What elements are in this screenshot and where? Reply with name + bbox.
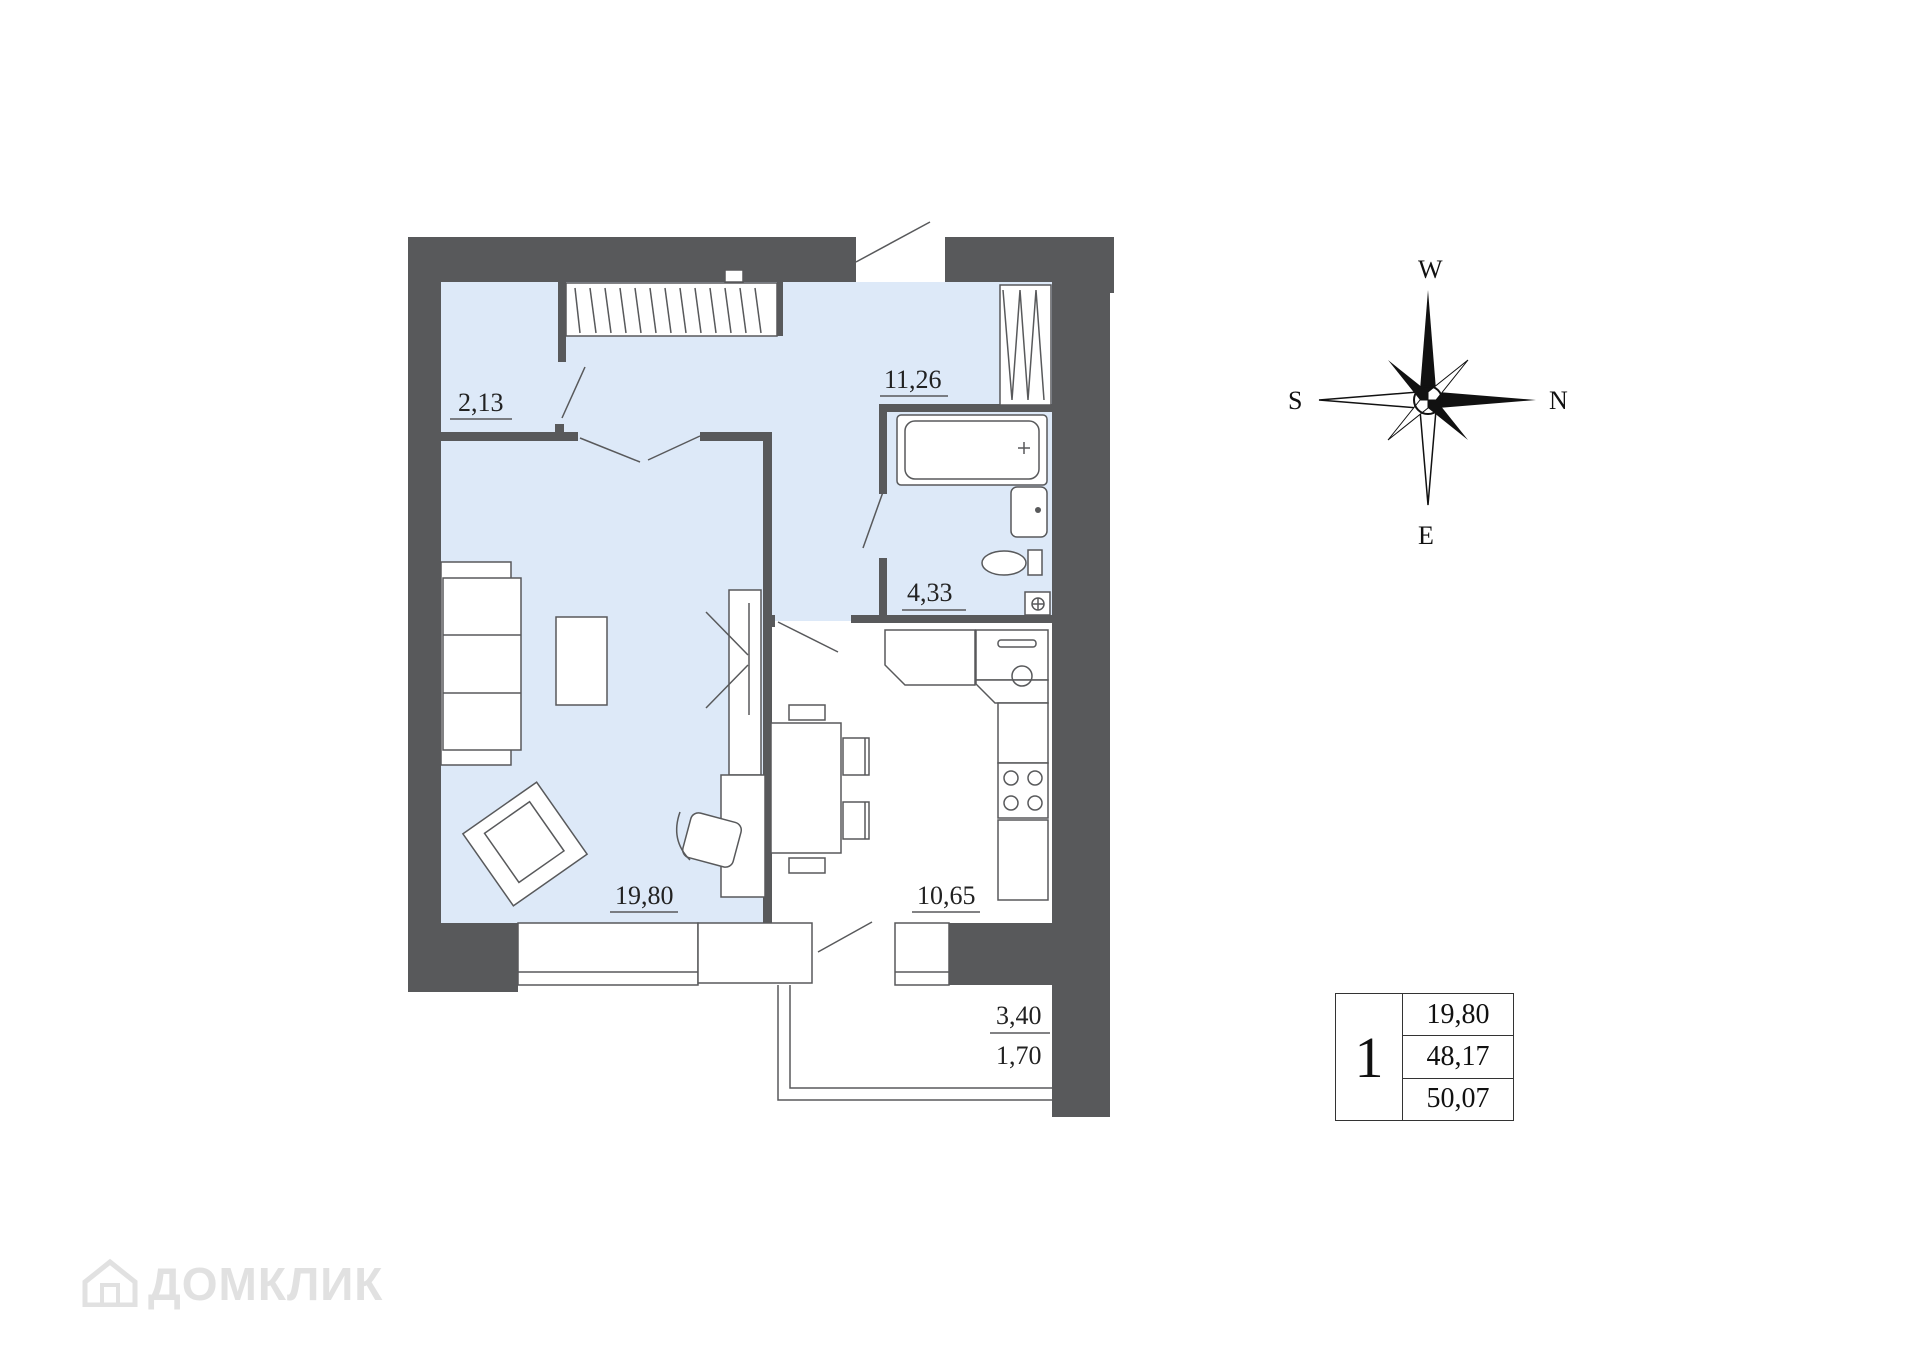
storage-rack: [999, 284, 1052, 406]
washbasin: [1010, 486, 1048, 538]
sofa: [440, 561, 522, 766]
label-bathroom-area: 4,33: [907, 578, 953, 607]
bathtub: [896, 414, 1048, 486]
label-balcony-area-full: 3,40: [996, 1001, 1042, 1030]
entrance-door: [855, 221, 931, 263]
compass-south-label: S: [1288, 386, 1302, 415]
total-area-value: 48,17: [1402, 1035, 1514, 1079]
rooms-count: 1: [1335, 993, 1403, 1121]
interior-walls: [441, 282, 1052, 923]
tv-cabinet: [705, 589, 762, 776]
windows: [517, 921, 950, 986]
living-area-value: 19,80: [1402, 992, 1514, 1037]
total-area-with-balcony-value: 50,07: [1402, 1077, 1514, 1122]
watermark: ДОМКЛИК: [80, 1257, 383, 1318]
label-balcony-area-reduced: 1,70: [996, 1041, 1042, 1070]
compass-north-label: N: [1549, 386, 1568, 415]
coffee-table: [555, 616, 608, 706]
utility-box: [1024, 591, 1051, 616]
armchair: [461, 781, 589, 907]
label-corridor-area: 11,26: [884, 365, 942, 394]
wardrobe: [565, 269, 778, 337]
dining-set: [770, 704, 870, 874]
compass-rose: W E S N: [1288, 255, 1568, 550]
label-hall-area: 2,13: [458, 388, 504, 417]
desk: [675, 774, 766, 898]
compass-east-label: E: [1418, 521, 1434, 550]
compass-west-label: W: [1418, 255, 1443, 284]
label-living-room-area: 19,80: [615, 881, 674, 910]
outer-walls: [408, 237, 1114, 1117]
interior-doors: [561, 366, 884, 653]
toilet: [981, 549, 1043, 576]
kitchen-counter: [884, 629, 1049, 901]
label-kitchen-area: 10,65: [917, 881, 976, 910]
area-summary-table: 1 19,80 48,17 50,07: [1335, 992, 1514, 1122]
watermark-text: ДОМКЛИК: [148, 1258, 384, 1310]
house-logo-icon: [80, 1257, 140, 1318]
balcony: [777, 985, 1052, 1101]
